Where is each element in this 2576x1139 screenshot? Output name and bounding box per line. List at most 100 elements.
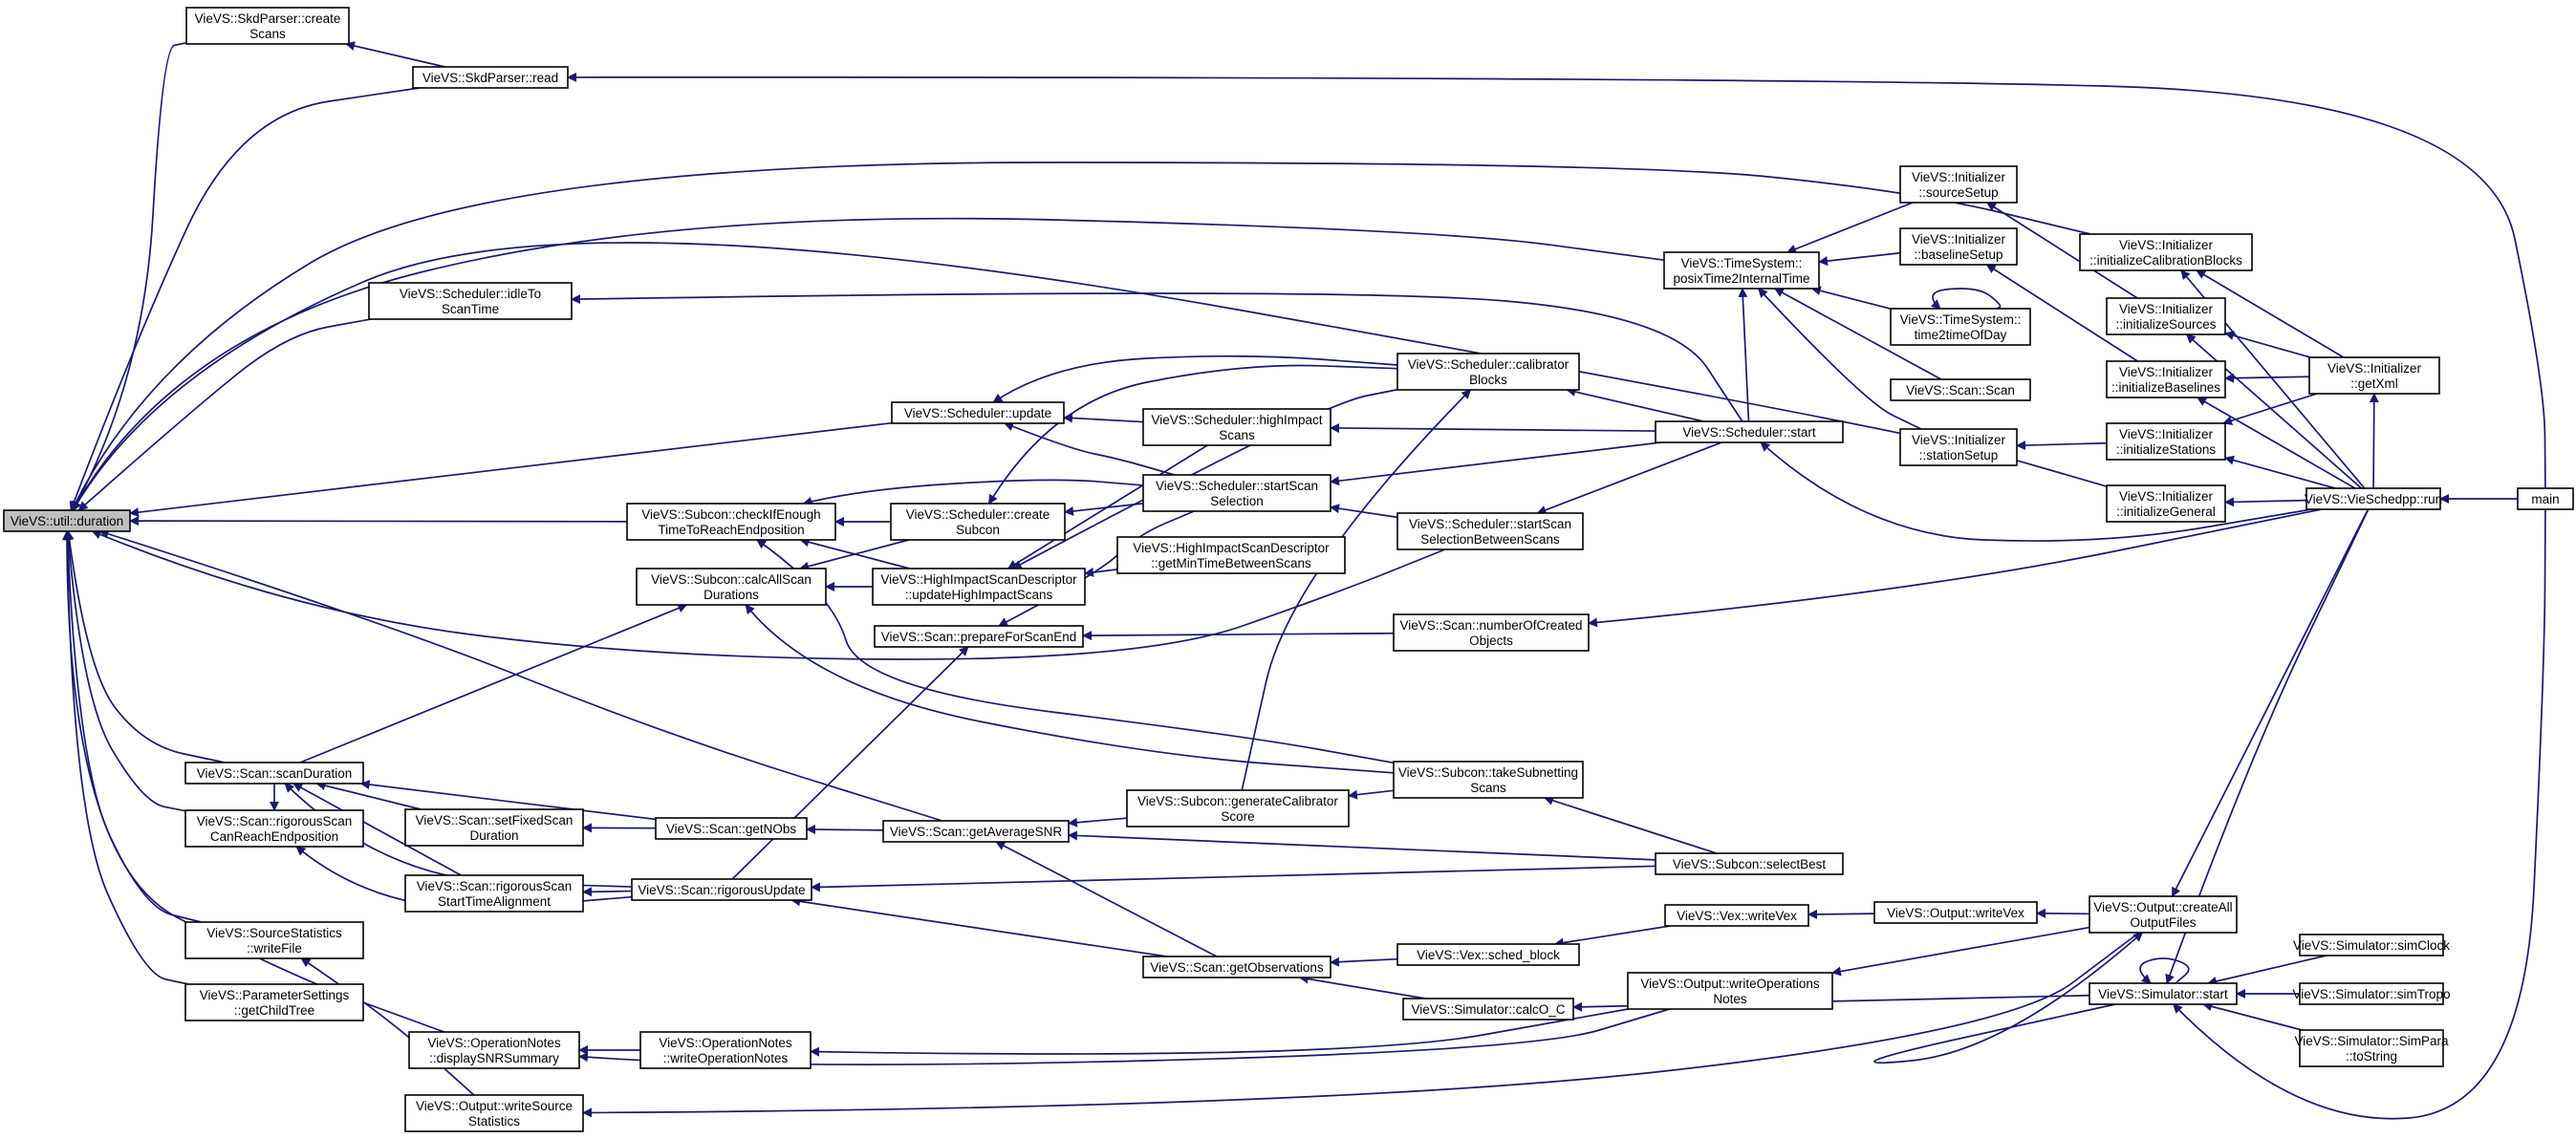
node-box — [404, 874, 584, 913]
function-node-duration[interactable]: VieVS::util::duration — [3, 509, 131, 532]
function-node-ini_general[interactable]: VieVS::Initializer::initializeGeneral — [2106, 484, 2226, 523]
call-edge-main-to-sim_start — [2173, 508, 2546, 1120]
node-box — [2079, 233, 2253, 271]
function-node-sch_update[interactable]: VieVS::Scheduler::update — [891, 401, 1065, 424]
call-edge-vieschedpp_run-to-numCreated — [1588, 508, 2322, 628]
node-label: ::baselineSetup — [1914, 247, 2002, 262]
edge-arrow — [91, 529, 1446, 660]
function-node-schedBlock[interactable]: VieVS::Vex::sched_block — [1396, 943, 1580, 966]
function-node-ini_baselineSetup[interactable]: VieVS::Initializer::baselineSetup — [1899, 227, 2018, 266]
function-node-posix[interactable]: VieVS::TimeSystem::posixTime2InternalTim… — [1663, 251, 1820, 290]
call-edge-getObs-to-getAvgSNR — [995, 841, 1218, 957]
function-node-rigorousStart[interactable]: VieVS::Scan::rigorousScanStartTimeAlignm… — [404, 874, 584, 913]
function-node-ini_calibBlocks[interactable]: VieVS::Initializer::initializeCalibratio… — [2079, 233, 2253, 271]
function-node-simTropo[interactable]: VieVS::Simulator::simTropo — [2292, 982, 2451, 1005]
node-box — [2299, 982, 2444, 1005]
call-edge-createAll-to-outWriteSrc — [582, 932, 2140, 1118]
function-node-sim_start[interactable]: VieVS::Simulator::start — [2089, 982, 2238, 1005]
function-node-getNObs[interactable]: VieVS::Scan::getNObs — [655, 817, 808, 840]
function-node-prepEnd[interactable]: VieVS::Scan::prepareForScanEnd — [874, 625, 1084, 648]
edge-arrow — [2369, 393, 2379, 489]
function-node-simClock[interactable]: VieVS::Simulator::simClock — [2293, 934, 2450, 956]
function-node-calcOC[interactable]: VieVS::Simulator::calcO_C — [1402, 998, 1574, 1021]
function-node-srcStatsWrite[interactable]: VieVS::SourceStatistics::writeFile — [184, 921, 364, 959]
function-node-opDisplaySNR[interactable]: VieVS::OperationNotes::displaySNRSummary — [408, 1031, 580, 1069]
call-edge-sch_start-to-calibBlocks — [1566, 387, 1704, 422]
node-box — [1393, 761, 1584, 799]
call-edge-hisd_getMin-to-hisd_update — [1084, 568, 1118, 577]
function-node-main[interactable]: main — [2517, 487, 2574, 510]
function-node-skd_read[interactable]: VieVS::SkdParser::read — [412, 66, 569, 89]
edge-arrow — [731, 646, 969, 880]
function-node-sch_start[interactable]: VieVS::Scheduler::start — [1655, 420, 1844, 443]
node-box — [1664, 904, 1809, 927]
call-edge-startScanSelBetween-to-duration — [91, 529, 1446, 660]
function-node-scanDuration[interactable]: VieVS::Scan::scanDuration — [184, 762, 364, 784]
function-node-ini_stations[interactable]: VieVS::Initializer::initializeStations — [2106, 422, 2226, 461]
function-node-ini_sourceSetup[interactable]: VieVS::Initializer::sourceSetup — [1899, 165, 2018, 204]
function-node-selectBest[interactable]: VieVS::Subcon::selectBest — [1655, 852, 1844, 875]
function-node-rigorousReach[interactable]: VieVS::Scan::rigorousScanCanReachEndposi… — [184, 809, 364, 848]
edge-arrow — [292, 783, 462, 876]
call-edge-time2tod-to-time2tod — [1930, 288, 2002, 310]
function-node-ini_stationSetup[interactable]: VieVS::Initializer::stationSetup — [1899, 428, 2018, 466]
function-node-rigorousUpdate[interactable]: VieVS::Scan::rigorousUpdate — [631, 878, 812, 901]
call-edge-ini_getXml-to-ini_sources — [2224, 331, 2311, 358]
call-edge-startScanSel-to-checkIfEnough — [802, 479, 1144, 506]
node-box — [2308, 356, 2440, 395]
call-edge-skd_read-to-skd_create — [345, 41, 445, 68]
function-node-getAvgSNR[interactable]: VieVS::Scan::getAverageSNR — [882, 820, 1070, 843]
node-label: ::initializeGeneral — [2116, 505, 2216, 519]
node-label: VieVS::Scan::rigorousScan — [417, 879, 573, 893]
call-edge-calcOC-to-getObs — [1298, 974, 1426, 999]
function-node-startScanSelBetween[interactable]: VieVS::Scheduler::startScanSelectionBetw… — [1396, 512, 1584, 550]
call-edge-idleTo-to-duration — [77, 318, 371, 511]
call-edge-skd_create-to-duration — [72, 41, 187, 511]
function-node-outWriteVex[interactable]: VieVS::Output::writeVex — [1873, 901, 2038, 924]
node-box — [655, 817, 808, 840]
node-label: Notes — [1713, 992, 1747, 1006]
function-node-vieschedpp_run[interactable]: VieVS::VieSchedpp::run — [2305, 487, 2442, 510]
edge-arrow — [1758, 288, 1922, 430]
call-edge-getObs-to-rigorousUpdate — [790, 896, 1167, 957]
node-box — [1899, 165, 2018, 204]
edge-arrow — [63, 530, 186, 812]
function-node-ini_baselines[interactable]: VieVS::Initializer::initializeBaselines — [2106, 360, 2226, 398]
function-node-checkIfEnough[interactable]: VieVS::Subcon::checkIfEnoughTimeToReachE… — [626, 503, 836, 541]
function-node-scan_scan[interactable]: VieVS::Scan::Scan — [1890, 378, 2031, 401]
function-node-time2tod[interactable]: VieVS::TimeSystem::time2timeOfDay — [1890, 308, 2031, 346]
function-node-opWriteOp[interactable]: VieVS::OperationNotes::writeOperationNot… — [639, 1031, 812, 1069]
function-node-getObs[interactable]: VieVS::Scan::getObservations — [1142, 956, 1331, 978]
function-node-hisd_getMin[interactable]: VieVS::HighImpactScanDescriptor::getMinT… — [1116, 536, 1346, 574]
call-edge-outWriteVex-to-writeVex — [1808, 909, 1875, 919]
node-box — [1899, 428, 2018, 466]
edge-arrow — [2224, 455, 2336, 489]
edge-arrow — [571, 292, 1743, 422]
function-node-writeVex[interactable]: VieVS::Vex::writeVex — [1664, 904, 1809, 927]
call-edge-srcStatsWrite-to-duration — [62, 530, 202, 923]
call-edge-vieschedpp_run-to-ini_sources — [2185, 333, 2363, 489]
edge-arrow — [2196, 269, 2345, 358]
function-node-simPara[interactable]: VieVS::Simulator::SimPara::toString — [2294, 1029, 2449, 1067]
function-node-paramGetChild[interactable]: VieVS::ParameterSettings::getChildTree — [184, 983, 364, 1021]
function-node-ini_getXml[interactable]: VieVS::Initializer::getXml — [2308, 356, 2440, 395]
function-node-ini_sources[interactable]: VieVS::Initializer::initializeSources — [2106, 297, 2226, 335]
node-label: ::updateHighImpactScans — [905, 588, 1053, 602]
function-node-hisd_update[interactable]: VieVS::HighImpactScanDescriptor::updateH… — [872, 568, 1086, 606]
node-label: VieVS::Simulator::simTropo — [2292, 987, 2450, 1001]
edge-arrow — [1553, 925, 1671, 948]
